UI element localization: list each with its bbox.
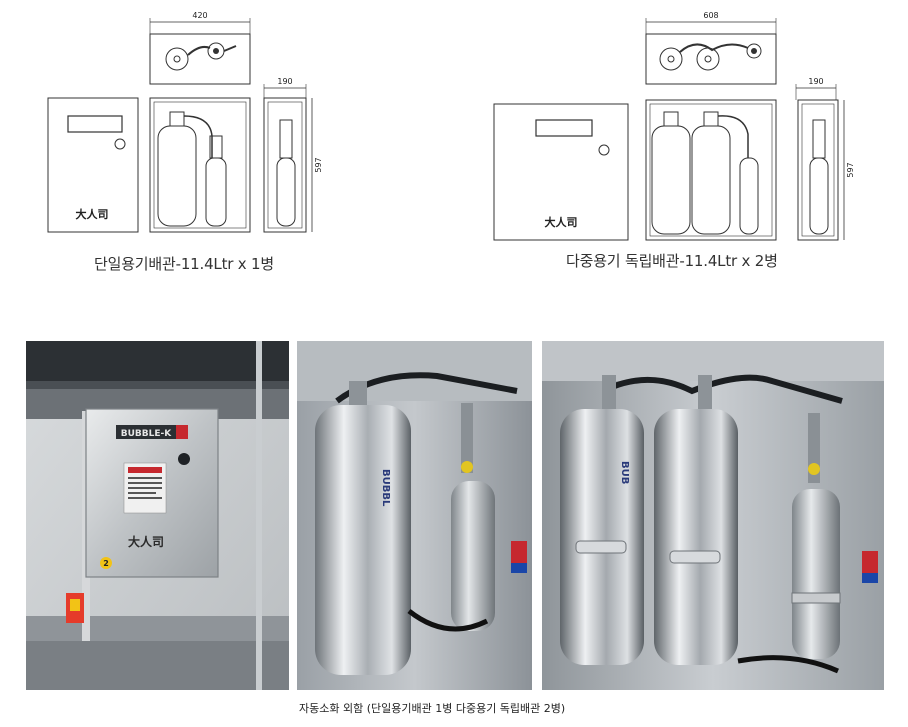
- photo-exterior-svg: BUBBLE-K 大人司 2: [26, 341, 289, 690]
- number-badge: 2: [103, 559, 109, 568]
- drawing-multi-svg: 608 大人司 190 597: [493, 11, 855, 241]
- caption-multi: 다중용기 독립배관-11.4Ltr x 2병: [566, 252, 778, 270]
- photo-dual-interior: BUB: [542, 341, 884, 690]
- drawing-logo: 大人司: [76, 207, 109, 221]
- drawing-logo: 大人司: [545, 215, 578, 229]
- dim-height: 597: [846, 162, 855, 177]
- cylinder-label: BUB: [619, 461, 630, 484]
- dim-depth: 190: [277, 77, 292, 86]
- dim-width: 420: [192, 11, 207, 20]
- photo-logo: 大人司: [128, 534, 164, 549]
- caption-single: 단일용기배관-11.4Ltr x 1병: [94, 255, 274, 273]
- drawing-single: 420 大人司 190 597: [40, 8, 340, 248]
- brand-label: BUBBLE-K: [121, 429, 173, 439]
- photo-single-svg: BUBBL: [297, 341, 532, 690]
- cylinder-label: BUBBL: [380, 469, 391, 507]
- photo-dual-svg: BUB: [542, 341, 884, 690]
- dim-depth: 190: [808, 77, 823, 86]
- dim-width: 608: [703, 11, 718, 20]
- drawing-multi: 608 大人司 190 597: [486, 8, 866, 248]
- drawing-single-svg: 420 大人司 190 597: [47, 11, 323, 233]
- dim-height: 597: [314, 157, 323, 172]
- photo-exterior-cabinet: BUBBLE-K 大人司 2: [26, 341, 289, 690]
- bottom-caption: 자동소화 외함 (단일용기배관 1병 다중용기 독립배관 2병): [299, 702, 566, 715]
- photo-single-interior: BUBBL: [297, 341, 532, 690]
